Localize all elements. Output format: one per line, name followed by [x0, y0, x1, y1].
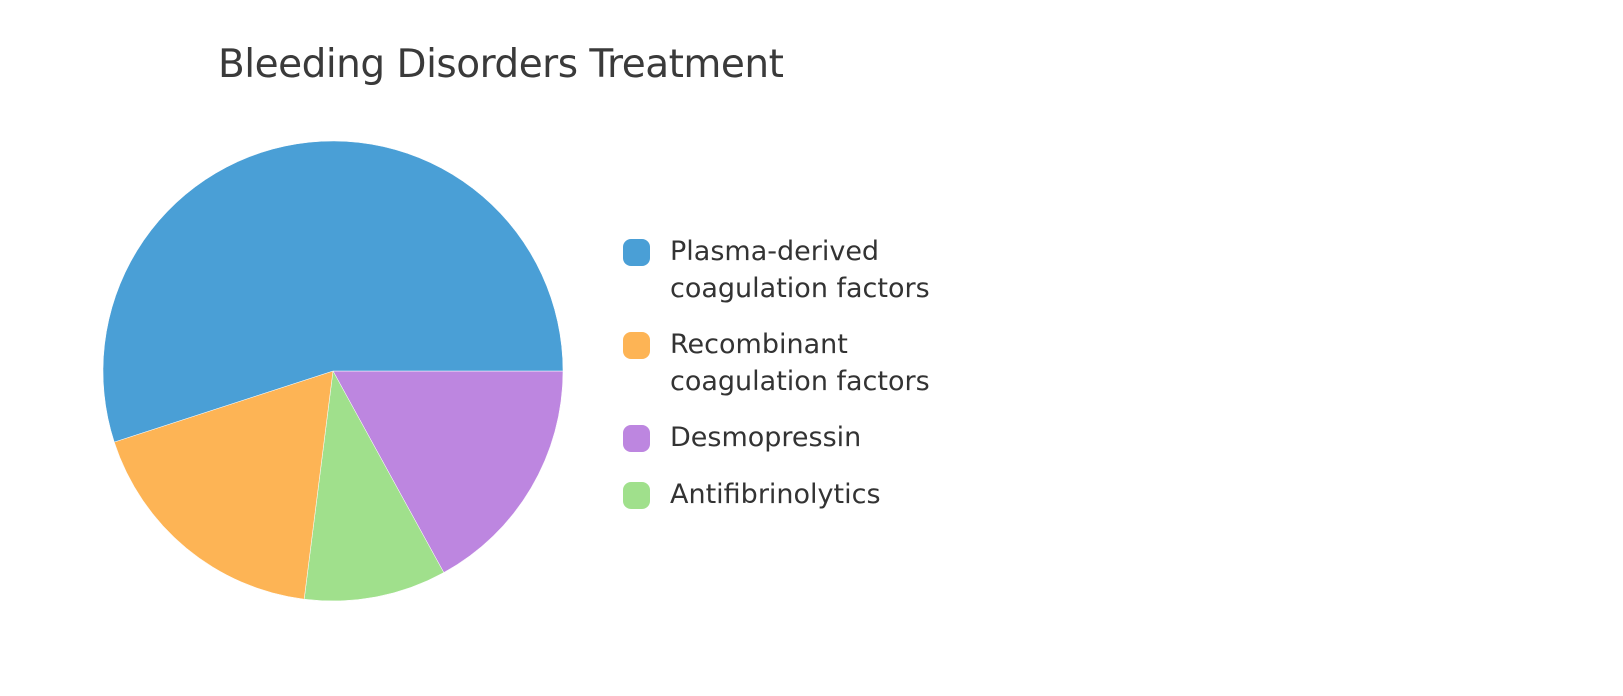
- pie-slice-desmopressin: [332, 370, 564, 573]
- chart-title: Bleeding Disorders Treatment: [218, 42, 784, 87]
- legend-swatch-desmopressin: [623, 425, 650, 452]
- pie-slice-recombinant-coagulation-factors: [113, 370, 334, 600]
- legend-swatch-recombinant: [623, 332, 650, 359]
- legend-item-desmopressin: Desmopressin: [623, 419, 983, 456]
- pie-slice-plasma-derived-coagulation-factors: [102, 140, 564, 443]
- legend: Plasma-derived coagulation factors Recom…: [623, 233, 983, 533]
- legend-item-recombinant: Recombinant coagulation factors: [623, 326, 983, 400]
- legend-item-plasma-derived: Plasma-derived coagulation factors: [623, 233, 983, 307]
- legend-label-plasma-derived-line2: coagulation factors: [670, 273, 930, 304]
- legend-label-recombinant-line1: Recombinant: [670, 329, 848, 360]
- legend-label-recombinant-line2: coagulation factors: [670, 366, 930, 397]
- legend-swatch-antifibrinolytics: [623, 482, 650, 509]
- legend-label-plasma-derived-line1: Plasma-derived: [670, 236, 880, 267]
- pie-slices: [102, 140, 564, 602]
- legend-item-antifibrinolytics: Antifibrinolytics: [623, 476, 983, 513]
- legend-label-antifibrinolytics: Antifibrinolytics: [670, 479, 881, 510]
- legend-swatch-plasma-derived: [623, 239, 650, 266]
- legend-label-desmopressin: Desmopressin: [670, 422, 862, 453]
- pie-slice-antifibrinolytics: [303, 370, 445, 602]
